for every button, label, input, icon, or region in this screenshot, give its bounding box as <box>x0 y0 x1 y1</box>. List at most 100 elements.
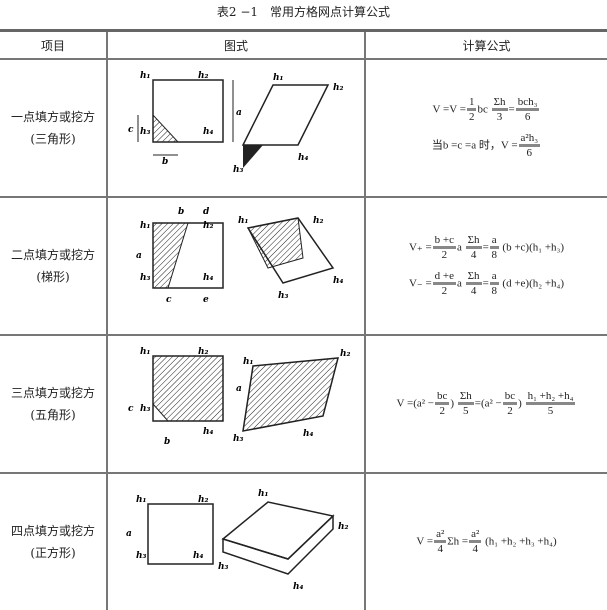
formula-part: Σh = <box>447 535 469 548</box>
diagram-label: a <box>126 529 132 539</box>
diagram-label: b <box>162 157 168 167</box>
header-diagram: 图式 <box>106 29 366 60</box>
diagram-label: h₃ <box>233 434 244 444</box>
formula-part: d +e <box>432 270 457 285</box>
item-cell: 三点填方或挖方 (五角形) <box>0 334 108 474</box>
formula-part: = <box>482 241 489 254</box>
diagram-label: h₄ <box>203 127 214 137</box>
header-item: 项目 <box>0 29 108 60</box>
diagram-label: h₃ <box>140 273 151 283</box>
formula-part: 3 <box>496 111 503 123</box>
diagram-label: h₃ <box>140 404 151 414</box>
formula-part: 4 <box>470 249 477 261</box>
formula-part: bc <box>435 390 450 405</box>
formula-part: V = <box>416 535 434 548</box>
diagram-label: h₄ <box>293 582 304 592</box>
formula-table: 项目 图式 计算公式 一点填方或挖方 (三角形) h₁ h₂ h₃ h₄ c b a h₁… <box>0 29 607 610</box>
formula-part: 1 <box>466 96 477 111</box>
diagram-label: h₃ <box>136 551 147 561</box>
item-shape: (五角形) <box>30 408 76 422</box>
diagram-label: a <box>236 108 242 118</box>
header-formula: 计算公式 <box>364 29 607 60</box>
diagram-label: e <box>203 295 209 305</box>
diagram-label: h₂ <box>313 216 324 226</box>
item-shape: (三角形) <box>30 132 76 146</box>
formula-part: V₋ = <box>408 277 432 290</box>
formula-part: ) <box>450 397 455 410</box>
formula-part: (h₁ +h₂ +h₃ +h₄) <box>485 535 557 548</box>
diagram-label: h₁ <box>140 347 151 357</box>
formula-part: Σh <box>457 390 474 405</box>
formula-part: 4 <box>472 543 478 555</box>
diagram-label: h₂ <box>198 71 209 81</box>
diagram-label: a <box>236 384 242 394</box>
table-title: 表2 −1 常用方格网点计算公式 <box>216 5 391 19</box>
diagram-label: c <box>166 295 172 305</box>
formula-part: a² <box>434 528 447 543</box>
diagram-label: h₁ <box>258 489 269 499</box>
formula-part: 6 <box>524 111 531 123</box>
formula-part: 8 <box>491 249 497 261</box>
item-shape: (梯形) <box>36 270 70 284</box>
item-name: 一点填方或挖方 <box>10 110 95 124</box>
formula-part: 2 <box>439 405 445 417</box>
formula-part: 2 <box>441 285 448 297</box>
diagram-label: h₄ <box>333 276 344 286</box>
formula-part: a <box>489 234 499 249</box>
diagram-label: h₄ <box>303 429 314 439</box>
formula-part: = <box>482 277 489 290</box>
formula-part: 6 <box>526 147 533 159</box>
item-shape: (正方形) <box>30 546 76 560</box>
formula-part: V₊ = <box>408 241 432 254</box>
formula-part: V =(a² − <box>396 397 435 410</box>
diagram-label: h₁ <box>273 73 284 83</box>
diagram-label: h₄ <box>203 273 214 283</box>
formula-part: 2 <box>468 111 475 123</box>
formula-part: bc <box>477 103 488 116</box>
diagram-label: h₄ <box>298 153 309 163</box>
diagram-label: b <box>164 437 170 447</box>
formula-part: a <box>457 241 462 254</box>
diagram-label: h₄ <box>203 427 214 437</box>
diagram-label: h₁ <box>140 71 151 81</box>
formula-part: bc <box>502 390 518 405</box>
diagram-label: h₁ <box>243 357 254 367</box>
diagram-label: h₄ <box>193 551 204 561</box>
diagram-label: h₂ <box>198 347 209 357</box>
formula-part: 4 <box>470 285 477 297</box>
formula-part: 5 <box>463 405 469 417</box>
formula-part: 2 <box>441 249 448 261</box>
formula-part: ) <box>518 397 522 410</box>
diagram-label: h₂ <box>198 495 209 505</box>
diagram-label: c <box>128 125 134 135</box>
diagram-label: a <box>136 251 142 261</box>
formula-part: a² <box>469 528 482 543</box>
item-name: 四点填方或挖方 <box>10 524 95 538</box>
formula-part: (d +e)(h₂ +h₄) <box>502 277 565 290</box>
diagram-label: h₃ <box>233 165 244 175</box>
formula-part: bch₃ <box>515 96 540 111</box>
diagram-label: h₁ <box>238 216 249 226</box>
formula-part: a²h₃ <box>518 132 541 147</box>
formula-part: (b +c)(h₁ +h₃) <box>502 241 565 254</box>
item-cell: 二点填方或挖方(梯形) <box>0 196 108 336</box>
item-name: 三点填方或挖方 <box>10 386 95 400</box>
formula-part: = <box>508 103 515 116</box>
formula-part: 5 <box>547 405 554 417</box>
